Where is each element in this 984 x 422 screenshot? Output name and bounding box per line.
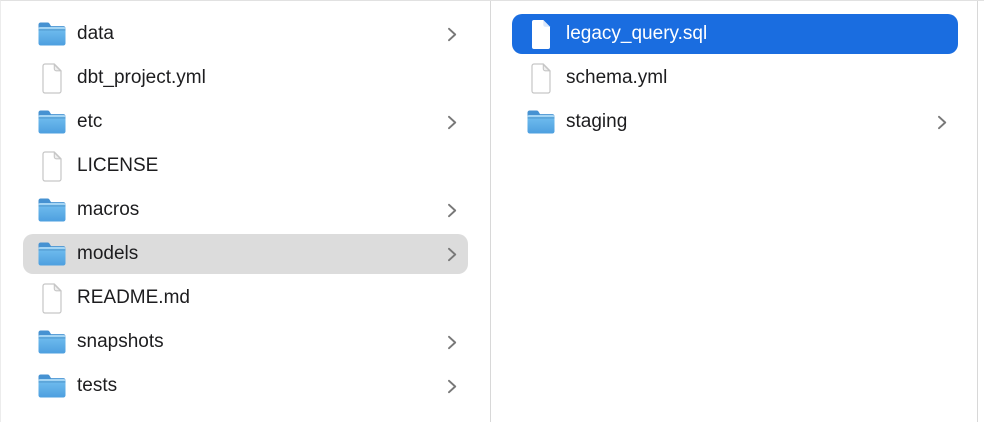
list-item[interactable]: etc (23, 102, 468, 142)
item-label: snapshots (77, 331, 164, 352)
folder-icon (37, 18, 67, 50)
folder-icon-svg (38, 330, 66, 354)
file-icon (526, 18, 556, 50)
folder-icon-svg (38, 374, 66, 398)
item-label: macros (77, 199, 140, 220)
folder-icon (37, 194, 67, 226)
list-item[interactable]: legacy_query.sql (512, 14, 958, 54)
list-item[interactable]: dbt_project.yml (23, 58, 468, 98)
folder-icon (37, 370, 67, 402)
chevron-svg (938, 115, 947, 129)
chevron-svg (448, 335, 457, 349)
folder-icon-svg (38, 242, 66, 266)
item-label: dbt_project.yml (77, 67, 206, 88)
file-icon-svg (42, 282, 62, 314)
chevron-right-icon (446, 378, 458, 395)
file-icon-svg (531, 62, 551, 94)
item-label: README.md (77, 287, 190, 308)
list-item[interactable]: schema.yml (512, 58, 958, 98)
item-label: legacy_query.sql (566, 23, 708, 44)
item-label: LICENSE (77, 155, 159, 176)
chevron-svg (448, 203, 457, 217)
item-label: data (77, 23, 114, 44)
item-label: etc (77, 111, 103, 132)
finder-column-3-stub (978, 1, 984, 422)
item-label: staging (566, 111, 628, 132)
chevron-right-icon (446, 246, 458, 263)
file-icon (37, 62, 67, 94)
chevron-right-icon (446, 26, 458, 43)
folder-icon (37, 326, 67, 358)
list-item[interactable]: models (23, 234, 468, 274)
chevron-right-icon (446, 114, 458, 131)
file-icon-svg (42, 62, 62, 94)
chevron-right-icon (446, 334, 458, 351)
folder-icon-svg (38, 198, 66, 222)
chevron-svg (448, 27, 457, 41)
finder-column-2: legacy_query.sql schema.yml staging (491, 1, 978, 422)
folder-icon (37, 106, 67, 138)
list-item[interactable]: data (23, 14, 468, 54)
folder-icon-svg (38, 110, 66, 134)
item-label: schema.yml (566, 67, 668, 88)
file-icon (37, 150, 67, 182)
list-item[interactable]: tests (23, 366, 468, 406)
chevron-svg (448, 115, 457, 129)
folder-icon (526, 106, 556, 138)
list-item[interactable]: LICENSE (23, 146, 468, 186)
chevron-svg (448, 379, 457, 393)
list-item[interactable]: macros (23, 190, 468, 230)
file-icon-svg (42, 150, 62, 182)
list-item[interactable]: snapshots (23, 322, 468, 362)
chevron-right-icon (936, 114, 948, 131)
file-icon-svg (532, 19, 550, 49)
folder-icon-svg (527, 110, 555, 134)
chevron-right-icon (446, 202, 458, 219)
item-label: tests (77, 375, 118, 396)
list-item[interactable]: README.md (23, 278, 468, 318)
folder-icon (37, 238, 67, 270)
file-icon (526, 62, 556, 94)
file-icon (37, 282, 67, 314)
chevron-svg (448, 247, 457, 261)
list-item[interactable]: staging (512, 102, 958, 142)
folder-icon-svg (38, 22, 66, 46)
item-label: models (77, 243, 139, 264)
